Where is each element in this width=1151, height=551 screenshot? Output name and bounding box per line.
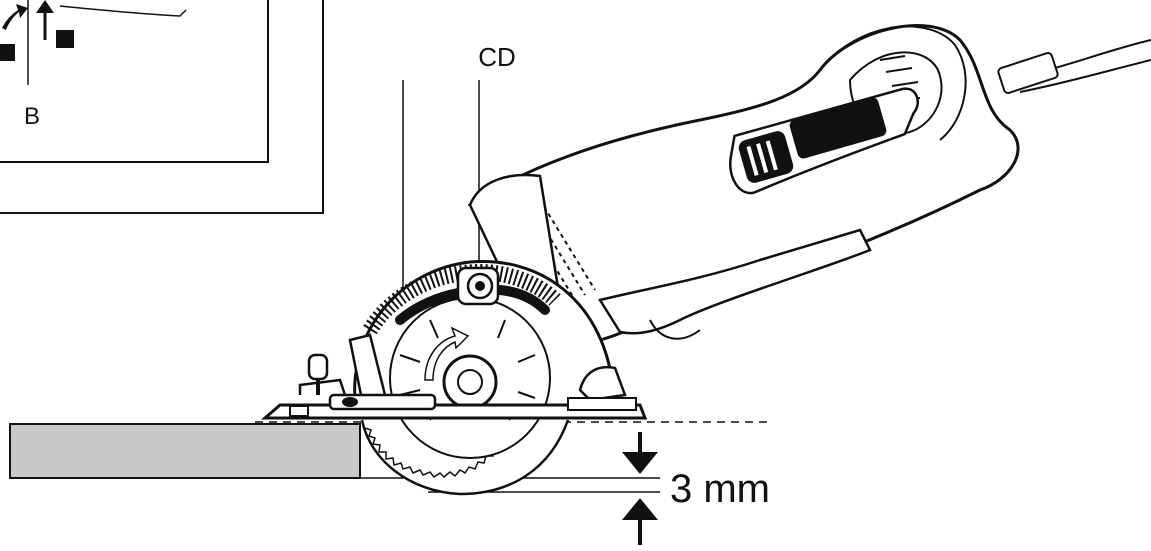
blade-assembly xyxy=(348,259,627,496)
curved-arrow-icon xyxy=(2,4,28,30)
guide-notch xyxy=(289,405,309,417)
blade-teeth xyxy=(364,427,501,479)
power-cord xyxy=(997,39,1151,94)
step-2-badge-icon: 2 xyxy=(56,30,74,48)
arbor-bolt xyxy=(457,369,483,395)
base-slot-screw xyxy=(342,397,358,407)
step-2-label: 2 xyxy=(61,31,69,47)
guide-bracket xyxy=(298,378,347,396)
rear-guard-tab xyxy=(578,366,627,402)
inset-lever-sketch xyxy=(59,5,187,17)
up-arrow-icon xyxy=(36,0,54,40)
label-b: B xyxy=(24,103,40,130)
up-arrow-icon xyxy=(622,498,658,545)
cord-plug xyxy=(997,52,1059,94)
guide-knob xyxy=(307,353,329,395)
base-plate-group xyxy=(260,353,648,420)
label-cd: CD xyxy=(478,42,516,72)
handle-grip-stripes xyxy=(879,55,921,101)
rear-handle xyxy=(819,25,967,141)
base-rear-block xyxy=(567,397,637,411)
step-1-badge-icon: 1 xyxy=(0,44,15,61)
down-arrow-icon xyxy=(622,432,658,474)
trigger-handle xyxy=(598,228,872,335)
step-1-label: 1 xyxy=(3,45,11,61)
base-slot xyxy=(328,393,437,411)
brand-badge: SKIL xyxy=(729,87,919,195)
inset-detail: 1 2 B xyxy=(0,0,324,214)
dimension-label: 3 mm xyxy=(670,467,770,511)
workpiece-group xyxy=(9,421,770,493)
inset-inner-frame xyxy=(0,0,269,163)
grip-vent-icon xyxy=(738,131,794,183)
depth-dimension: 3 mm xyxy=(622,432,770,545)
rotation-arrow-icon xyxy=(424,326,470,381)
workpiece xyxy=(9,423,361,479)
trigger xyxy=(649,319,701,340)
inset-outer-frame xyxy=(0,0,324,214)
depth-lock-knob xyxy=(456,266,500,306)
callouts: CD xyxy=(402,42,516,290)
